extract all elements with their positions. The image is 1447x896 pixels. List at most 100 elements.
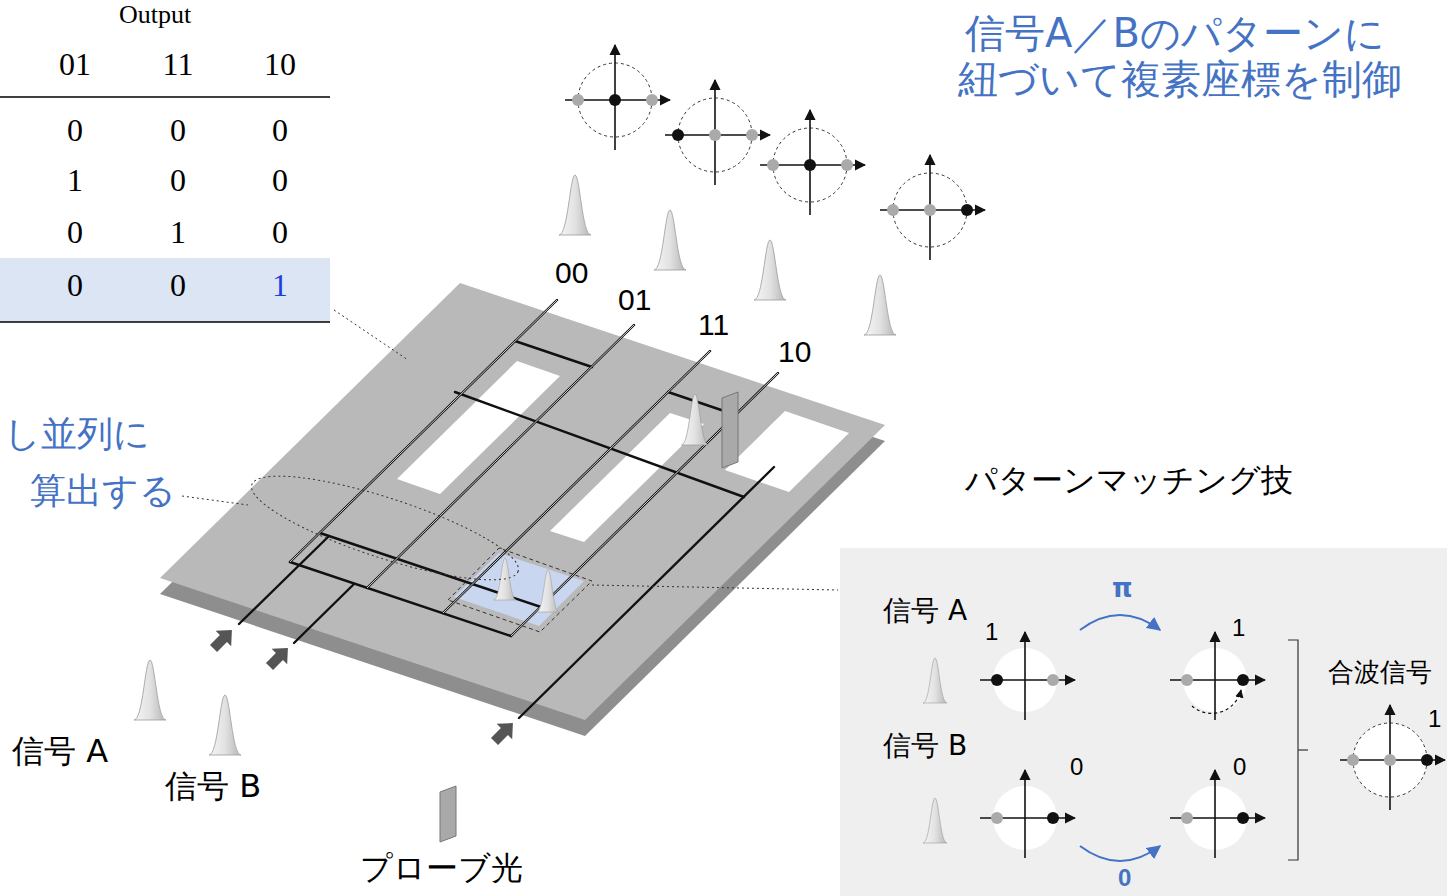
filter-slab [440,392,738,842]
filter-slab [722,392,738,468]
table-header: Output [119,0,191,30]
table-column-header: 11 [163,46,194,83]
leader-line [243,456,528,600]
complex-plane [746,129,758,141]
chip-plate [448,548,592,632]
value-label: 1 [1428,705,1441,733]
leader-line [334,310,408,360]
leader-line [182,310,838,600]
complex-plane [646,94,658,106]
waveguides [320,533,541,607]
waveguides [455,392,744,497]
table-cell: 0 [67,214,83,251]
chip-plate [725,411,849,492]
optical-pulse [209,695,241,755]
complex-plane [1237,812,1249,824]
complex-plane [1340,705,1445,810]
table-lines [0,96,330,98]
waveguides [294,584,354,643]
table-cell: 0 [272,214,288,251]
complex-plane [1181,812,1193,824]
optical-pulse [864,275,896,335]
table-cell: 0 [67,267,83,304]
bracket [1288,640,1308,860]
complex-plane [572,94,584,106]
leader-line [592,585,838,590]
table-cell: 1 [67,162,83,199]
optical-pulse [923,658,947,703]
complex-plane [672,129,684,141]
phase-label: π [1112,574,1133,604]
complex-plane [1384,754,1396,766]
complex-plane [841,159,853,171]
complex-plane [804,159,816,171]
signal-label: 信号 B [883,730,967,762]
complex-plane [1421,754,1433,766]
optical-pulse [559,175,591,235]
signal-label: 信号 A [883,595,967,627]
leader-line [182,496,248,505]
optical-pulse [681,394,708,445]
note-text: 算出する [30,470,176,511]
complex-plane [1237,674,1249,686]
complex-plane [665,80,770,185]
note-text: 信号A／Bのパターンに [965,10,1385,56]
waveguide-outline [367,325,634,588]
table-cell: 1 [272,267,288,304]
bracket [1288,640,1298,860]
table-cell: 0 [272,112,288,149]
bracket [1298,749,1308,750]
output-label: 11 [698,308,729,343]
note-text: 紐づいて複素座標を制御 [958,56,1402,102]
chip-plate [160,283,885,736]
signal-label: 信号 B [165,768,261,805]
signal-label: 信号 A [12,733,108,770]
complex-plane [1347,754,1359,766]
section-heading: パターンマッチング技 [965,462,1293,499]
waveguides [290,300,557,562]
table-cell: 0 [170,162,186,199]
waveguides [515,341,592,367]
complex-plane [1047,674,1059,686]
complex-plane [767,159,779,171]
table-lines [0,258,330,322]
complex-plane [1170,770,1265,858]
chip-plate [397,361,560,494]
output-label: 10 [778,335,811,370]
complex-plane [980,632,1075,720]
pattern-matching-panel: 信号 Aπ11信号 B000合波信号1 [840,548,1447,896]
waveguides [511,373,778,636]
complex-plane [961,204,973,216]
note-text: し並列に [4,413,150,454]
signal-label: プローブ光 [360,850,523,887]
input-arrow [262,640,296,674]
waveguide-outline [511,373,778,636]
complex-plane [887,204,899,216]
table-cell: 1 [170,214,186,251]
complex-plane [1181,674,1193,686]
complex-plane [609,94,621,106]
optical-pulse [923,798,947,843]
output-label: 01 [618,283,651,318]
waveguide-outline [290,300,778,636]
table-cell: 0 [272,162,288,199]
complex-plane [980,770,1075,858]
phase-label: 0 [1118,864,1131,892]
optical-pulse [537,570,559,612]
waveguides [519,467,774,718]
complex-plane [924,204,936,216]
table-column-header: 01 [59,46,91,83]
value-label: 0 [1070,753,1083,781]
waveguides [239,536,329,624]
complex-plane [991,674,1003,686]
complex-plane [1192,690,1241,713]
filter-slab [440,786,456,842]
table-cell: 0 [67,112,83,149]
waveguide-outline [290,300,557,562]
phase-arrow [1080,846,1160,861]
chip-plate [160,283,885,720]
value-label: 1 [1232,614,1245,642]
optical-pulse [754,240,786,300]
complex-plane [565,45,985,260]
